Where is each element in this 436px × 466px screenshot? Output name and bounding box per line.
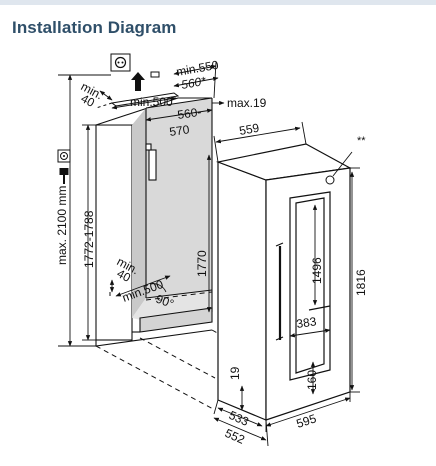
label-595: 595 <box>295 411 319 431</box>
page-title: Installation Diagram <box>12 18 177 37</box>
header-band <box>0 0 436 5</box>
label-560-star: 560* <box>180 74 207 92</box>
label-1772-1788: 1772-1788 <box>82 210 96 268</box>
cabinet-niche <box>95 97 213 347</box>
label-19: 19 <box>228 366 242 380</box>
airflow-arrow-icon <box>131 72 145 91</box>
label-min-40-top-value: 40 <box>79 91 98 110</box>
label-552: 552 <box>223 426 247 447</box>
label-1816: 1816 <box>354 269 368 296</box>
label-383: 383 <box>295 314 317 331</box>
bracket-icon <box>150 71 160 78</box>
power-socket-icon <box>110 53 131 72</box>
label-1770: 1770 <box>195 250 209 277</box>
label-min-500-top: min.500 <box>130 95 173 109</box>
label-niche-width: 560- <box>176 105 202 122</box>
label-double-star: ** <box>357 135 366 147</box>
label-1496: 1496 <box>310 257 324 284</box>
label-max-19: max.19 <box>227 96 267 110</box>
label-niche-width-2: 570 <box>168 122 190 139</box>
label-max-2100: max. 2100 mm <box>55 186 69 265</box>
power-socket-icon <box>57 149 71 163</box>
label-depth-559: 559 <box>238 121 260 138</box>
label-160: 160 <box>305 370 319 390</box>
dimension-lines <box>58 61 360 447</box>
control-button-icon <box>325 175 335 185</box>
plug-icon <box>59 168 69 184</box>
label-min-40-bottom-value: 40 <box>115 266 134 285</box>
label-angle-90: 90° <box>154 292 176 311</box>
